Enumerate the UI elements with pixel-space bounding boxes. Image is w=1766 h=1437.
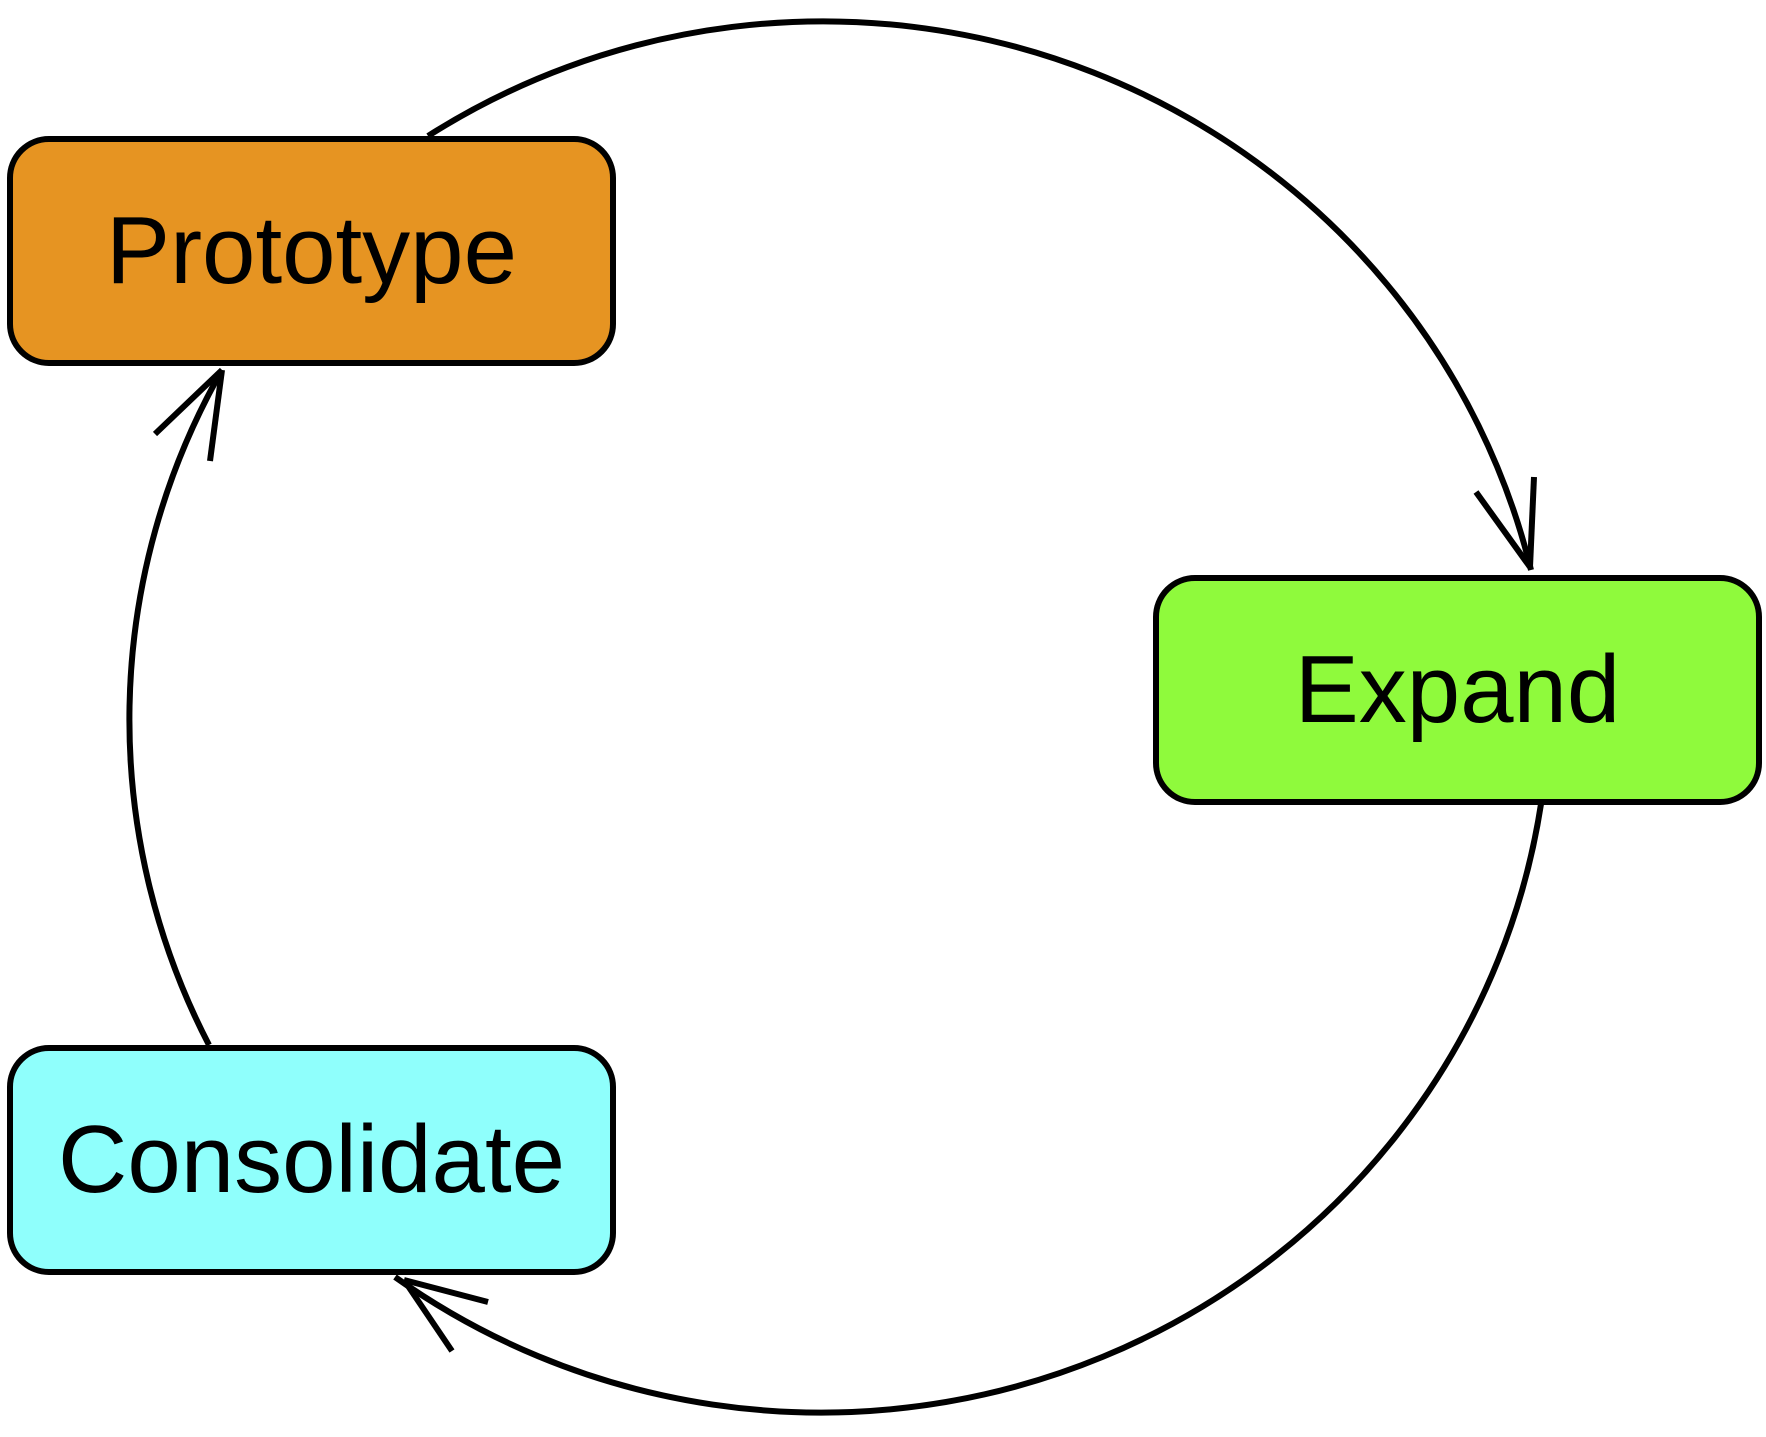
node-prototype-label: Prototype xyxy=(106,197,517,304)
node-consolidate: Consolidate xyxy=(7,1045,616,1275)
arrowhead-consolidate xyxy=(401,1277,489,1353)
node-expand-label: Expand xyxy=(1294,636,1621,743)
arrowhead-expand xyxy=(1473,476,1537,569)
node-expand: Expand xyxy=(1153,575,1762,805)
edge-prototype-to-expand xyxy=(426,18,1534,571)
node-prototype: Prototype xyxy=(7,136,616,366)
edge-consolidate-to-prototype xyxy=(126,368,225,1047)
node-consolidate-label: Consolidate xyxy=(58,1106,565,1213)
edge-expand-to-consolidate xyxy=(393,803,1544,1416)
arrowhead-prototype xyxy=(152,367,225,462)
